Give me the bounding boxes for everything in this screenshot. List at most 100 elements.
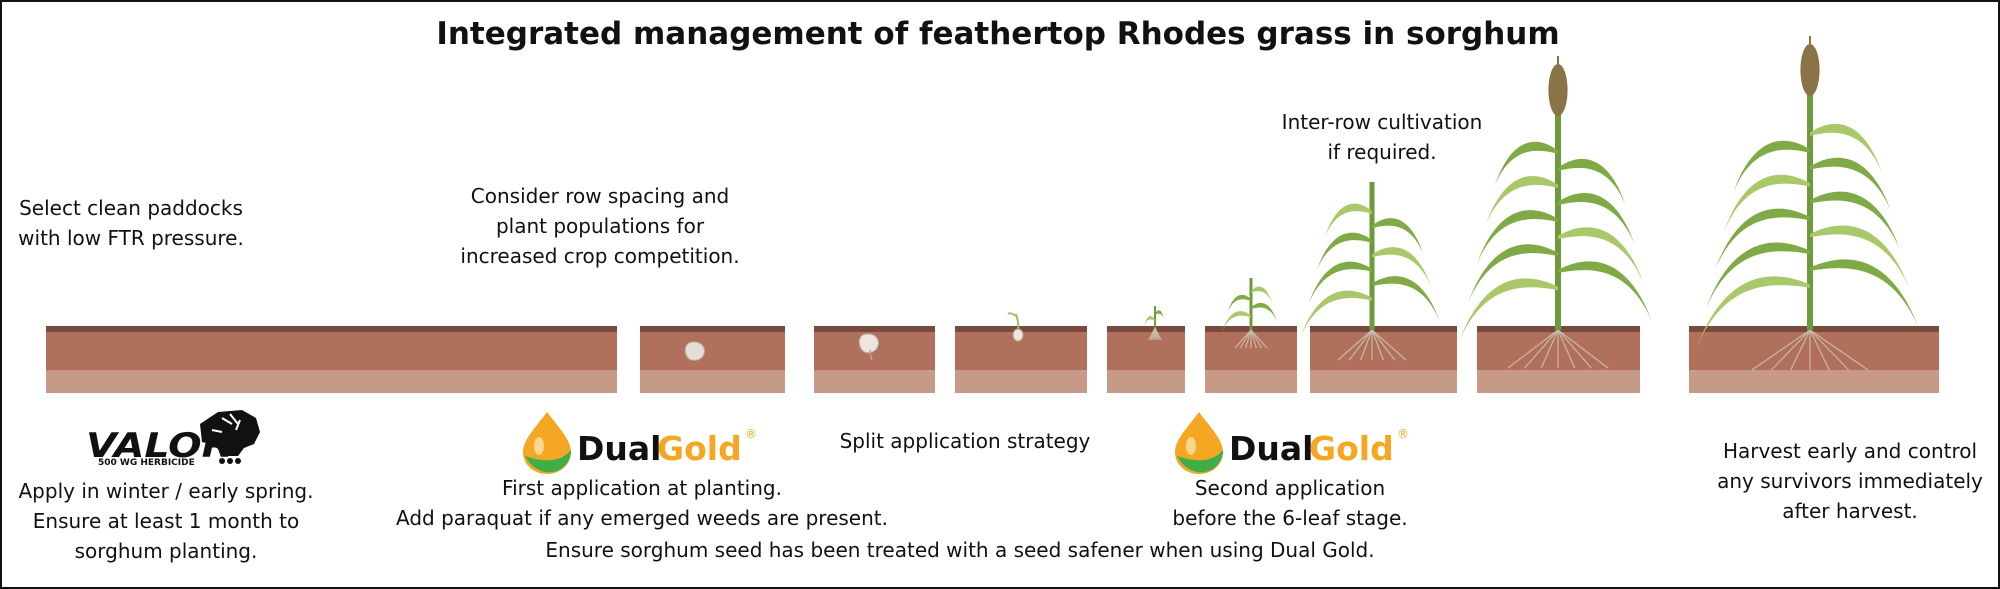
- plant-leaf: [1558, 261, 1653, 322]
- seeds: [684, 312, 1024, 361]
- soil-surface: [1689, 326, 1939, 332]
- plant-root: [1751, 329, 1811, 371]
- plant-leaf: [1144, 315, 1155, 326]
- soil-subsoil: [640, 370, 785, 393]
- note-line: Ensure at least 1 month to: [32, 509, 300, 533]
- note-line: Inter-row cultivation: [1281, 110, 1483, 134]
- valor-logo-dot: [227, 458, 233, 464]
- sorghum-plant: [1300, 182, 1440, 361]
- plant-leaf: [1558, 193, 1635, 244]
- plant-root: [1809, 329, 1830, 371]
- soil-surface: [955, 326, 1087, 332]
- plant-leaf: [1251, 286, 1272, 303]
- note-second-application: Second application before the 6-leaf sta…: [1140, 473, 1440, 533]
- plant-root: [1371, 329, 1407, 361]
- plant-leaf: [1733, 140, 1810, 192]
- plant-leaf: [1494, 141, 1558, 186]
- sorghum-plants: [1144, 36, 1919, 371]
- plant-leaf: [1715, 208, 1810, 270]
- plant-root: [1348, 329, 1373, 361]
- plant-root: [1360, 329, 1373, 361]
- dualgold-logo-first: Dual Gold ®: [523, 412, 757, 474]
- note-line: sorghum planting.: [74, 539, 258, 563]
- soil-strip: [46, 326, 1939, 393]
- valor-tiger-stripes: [211, 413, 241, 433]
- soil-subsoil: [1205, 370, 1297, 393]
- plant-root: [1557, 329, 1592, 369]
- soil-segment: [1310, 326, 1457, 393]
- soil-topsoil: [1310, 332, 1457, 370]
- soil-segment: [46, 326, 617, 393]
- plant-leaf: [1558, 158, 1626, 205]
- seed-sprouting: [858, 333, 879, 354]
- plant-leaf: [1696, 276, 1810, 347]
- plant-leaf: [1724, 174, 1810, 231]
- plant-root: [1809, 329, 1869, 371]
- shoot: [1015, 313, 1020, 331]
- soil-topsoil: [46, 332, 617, 370]
- note-line: Consider row spacing and: [470, 184, 730, 208]
- plant-leaf: [1485, 175, 1558, 225]
- plant-leaf: [1459, 278, 1558, 342]
- note-line: before the 6-leaf stage.: [1172, 506, 1408, 530]
- plant-leaf: [1558, 227, 1644, 283]
- note-first-application: First application at planting. Add paraq…: [382, 473, 902, 533]
- note-line: after harvest.: [1782, 499, 1918, 523]
- note-line: Second application: [1194, 476, 1386, 500]
- soil-surface: [1107, 326, 1185, 332]
- plant-root: [1337, 329, 1373, 361]
- plant-leaf: [1308, 261, 1372, 304]
- plant-root: [1371, 329, 1396, 361]
- dualgold-word-gold: Gold: [657, 429, 742, 468]
- soil-subsoil: [46, 370, 617, 393]
- dualgold-drop-green: [1177, 450, 1223, 473]
- valor-tiger-icon: [200, 410, 260, 456]
- seed-germinating: [1012, 328, 1024, 342]
- dualgold-registered-mark: ®: [1397, 427, 1409, 441]
- seed-head: [1548, 64, 1568, 116]
- plant-leaf: [1810, 191, 1901, 250]
- sorghum-plant: [1459, 56, 1653, 369]
- plant-root: [1557, 329, 1609, 369]
- dualgold-drop-shine: [1186, 437, 1196, 455]
- note-valor: Apply in winter / early spring. Ensure a…: [0, 476, 332, 566]
- valor-logo-subtitle: 500 WG HERBICIDE: [98, 458, 195, 468]
- plant-leaf: [1810, 123, 1882, 173]
- note-line: if required.: [1327, 140, 1437, 164]
- sorghum-plant: [1144, 306, 1164, 341]
- plant-leaf: [1477, 210, 1558, 264]
- soil-subsoil: [1477, 370, 1640, 393]
- soil-segment: [640, 326, 785, 393]
- soil-topsoil: [640, 332, 785, 370]
- plant-leaf: [1300, 290, 1372, 338]
- dualgold-word-dual: Dual: [1229, 429, 1313, 468]
- soil-subsoil: [1107, 370, 1185, 393]
- plant-leaf: [1155, 310, 1164, 319]
- soil-topsoil: [1107, 332, 1185, 370]
- plant-leaf: [1810, 259, 1919, 328]
- note-harvest: Harvest early and control any survivors …: [1690, 436, 2000, 526]
- note-split-strategy: Split application strategy: [839, 429, 1091, 453]
- seed-head: [1800, 44, 1820, 96]
- seed: [684, 341, 705, 361]
- soil-surface: [640, 326, 785, 332]
- note-line: any survivors immediately: [1717, 469, 1983, 493]
- note-inter-row: Inter-row cultivation if required.: [1232, 107, 1532, 167]
- note-line: Select clean paddocks: [19, 196, 243, 220]
- plant-root: [1557, 329, 1576, 369]
- plant-root: [1770, 329, 1811, 371]
- plant-root: [1371, 329, 1384, 361]
- soil-subsoil: [814, 370, 935, 393]
- dualgold-drop-shine: [534, 437, 544, 455]
- diagram-title: Integrated management of feathertop Rhod…: [436, 16, 1560, 52]
- plant-leaf: [1222, 311, 1251, 332]
- valor-logo-dot: [235, 458, 241, 464]
- soil-segment: [955, 326, 1087, 393]
- note-line: Harvest early and control: [1722, 439, 1978, 463]
- seed-root: [869, 349, 873, 361]
- plant-leaf: [1810, 157, 1891, 211]
- shoot-leaf: [1007, 312, 1017, 317]
- dualgold-word-gold: Gold: [1309, 429, 1394, 468]
- valor-logo-dot: [219, 458, 225, 464]
- soil-surface: [46, 326, 617, 332]
